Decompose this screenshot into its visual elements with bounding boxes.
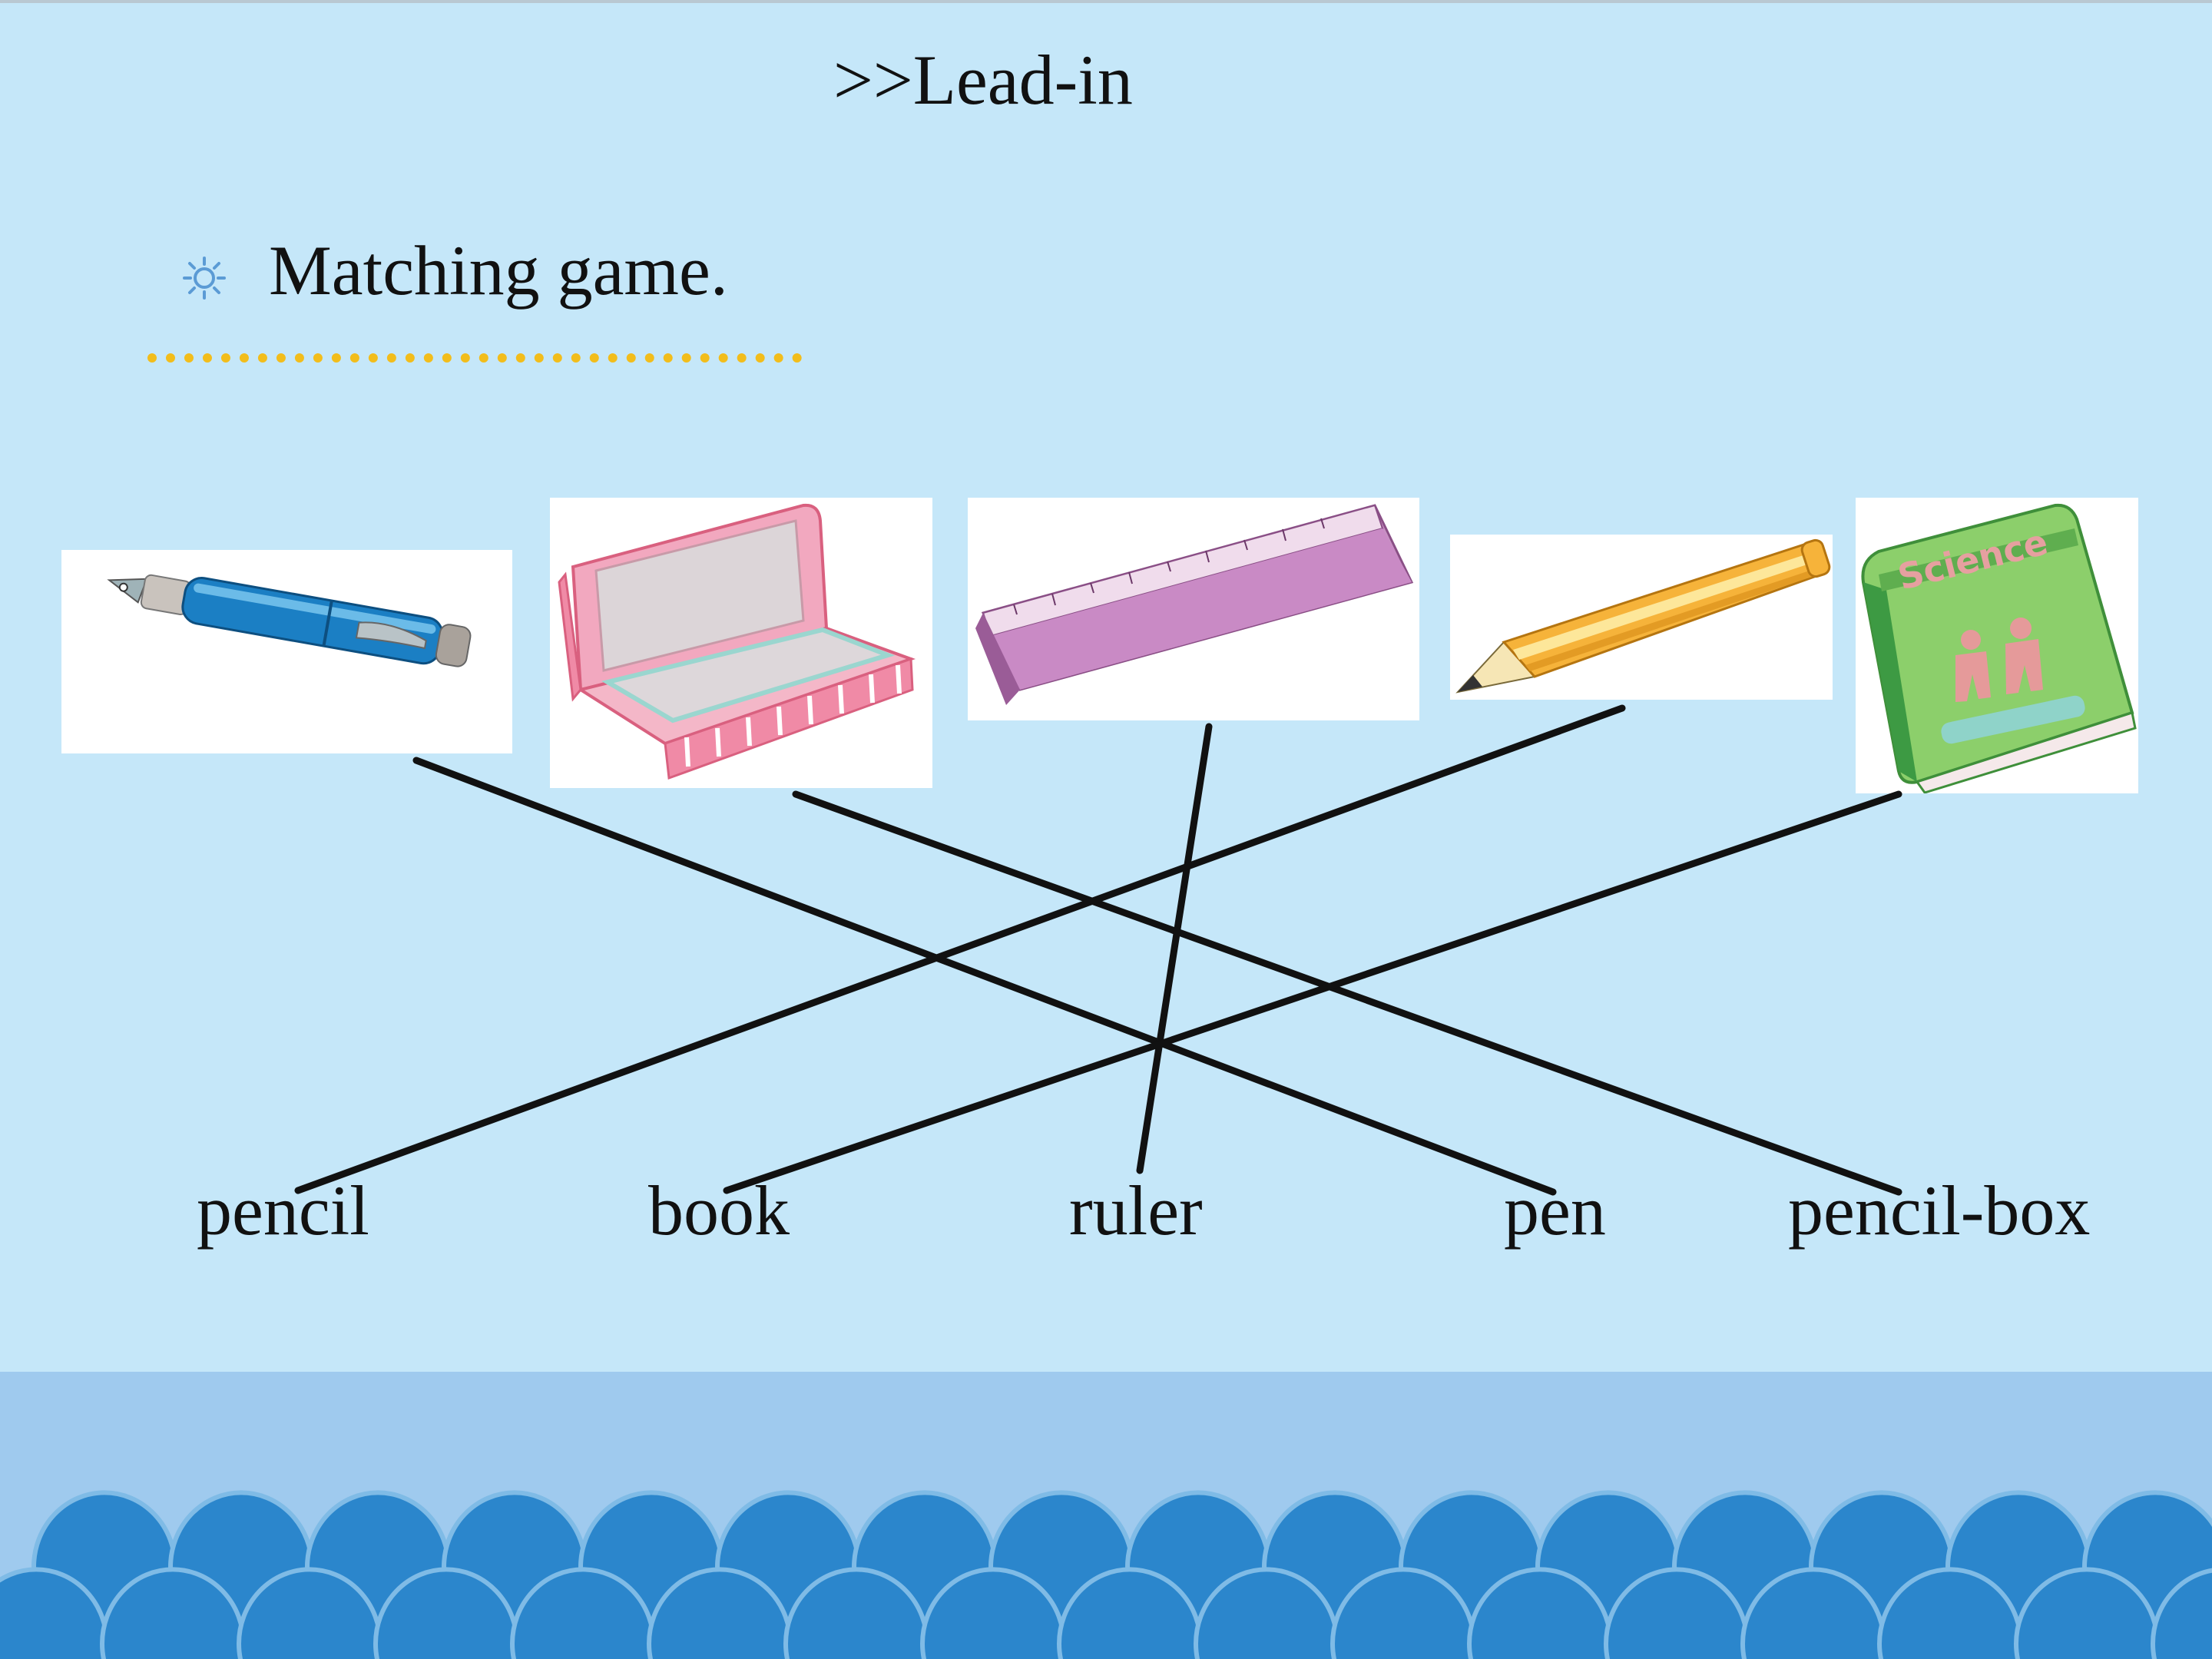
ruler-picture	[975, 504, 1414, 705]
match-line-ruler	[1136, 723, 1213, 1174]
sun-bullet-icon	[183, 257, 226, 300]
pencil-box-card[interactable]	[550, 498, 932, 788]
pencil-box-picture	[558, 503, 916, 780]
word-pencil[interactable]: pencil	[197, 1171, 369, 1250]
word-pen[interactable]: pen	[1504, 1171, 1606, 1250]
science-book-card[interactable]: Science	[1856, 498, 2138, 793]
scallop	[2151, 1568, 2212, 1659]
match-line-pencil	[294, 704, 1626, 1194]
word-pencil-box[interactable]: pencil-box	[1788, 1171, 2091, 1250]
ruler-card[interactable]	[968, 498, 1419, 720]
word-ruler[interactable]: ruler	[1069, 1171, 1203, 1250]
pencil-picture	[1455, 538, 1831, 694]
match-line-pencil-box	[792, 790, 1902, 1196]
wave-scallops	[0, 1490, 2212, 1659]
word-book[interactable]: book	[648, 1171, 790, 1250]
dotted-underline	[147, 353, 802, 363]
match-line-pen	[412, 757, 1557, 1196]
fountain-pen-picture	[107, 574, 472, 667]
fountain-pen-card[interactable]	[61, 550, 512, 753]
pencil-card[interactable]	[1450, 535, 1833, 700]
slide-title: >>Lead-in	[833, 41, 1133, 119]
activity-heading: Matching game.	[269, 231, 728, 310]
science-book-picture: Science	[1861, 503, 2137, 793]
match-line-book	[723, 790, 1902, 1194]
top-border	[0, 0, 2212, 3]
